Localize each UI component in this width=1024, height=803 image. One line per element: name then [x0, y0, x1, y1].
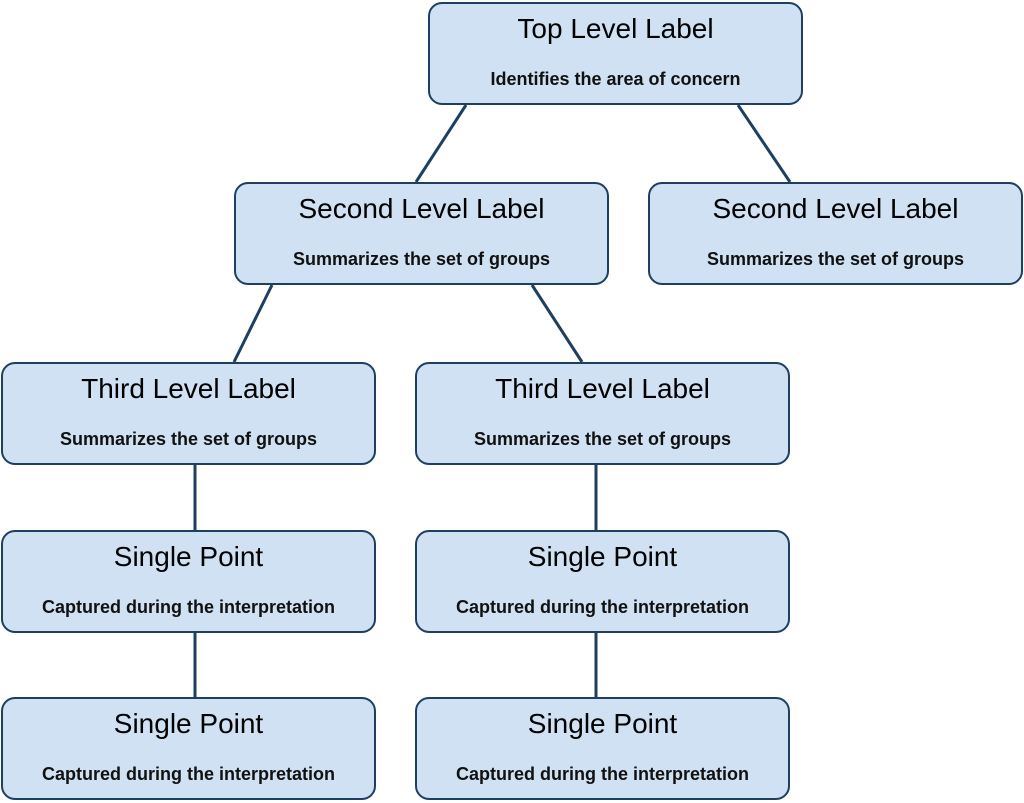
- connector-second-left-to-third-right: [530, 284, 584, 363]
- node-description: Captured during the interpretation: [455, 597, 749, 617]
- node-title: Third Level Label: [81, 373, 296, 404]
- node-title: Second Level Label: [712, 193, 959, 224]
- node-single-point-left-1: Single Point Captured during the interpr…: [1, 530, 376, 633]
- node-description: Summarizes the set of groups: [292, 249, 551, 269]
- node-title: Single Point: [113, 708, 264, 739]
- node-third-level-left: Third Level Label Summarizes the set of …: [1, 362, 376, 465]
- node-single-point-right-1: Single Point Captured during the interpr…: [415, 530, 790, 633]
- node-description: Captured during the interpretation: [41, 764, 335, 784]
- node-second-level-left: Second Level Label Summarizes the set of…: [234, 182, 609, 285]
- node-description: Summarizes the set of groups: [706, 249, 965, 269]
- node-description: Summarizes the set of groups: [473, 429, 732, 449]
- node-second-level-right: Second Level Label Summarizes the set of…: [648, 182, 1023, 285]
- node-description: Captured during the interpretation: [41, 597, 335, 617]
- node-single-point-left-2: Single Point Captured during the interpr…: [1, 697, 376, 800]
- connector-second-left-to-third-left: [232, 284, 274, 363]
- node-title: Top Level Label: [517, 13, 714, 44]
- node-description: Identifies the area of concern: [490, 69, 741, 89]
- node-title: Single Point: [113, 541, 264, 572]
- connector-top-to-second-left: [414, 104, 468, 183]
- node-description: Captured during the interpretation: [455, 764, 749, 784]
- node-title: Second Level Label: [298, 193, 545, 224]
- node-title: Single Point: [527, 708, 678, 739]
- node-single-point-right-2: Single Point Captured during the interpr…: [415, 697, 790, 800]
- node-title: Single Point: [527, 541, 678, 572]
- node-top-level: Top Level Label Identifies the area of c…: [428, 2, 803, 105]
- connector-top-to-second-right: [736, 104, 792, 183]
- node-third-level-right: Third Level Label Summarizes the set of …: [415, 362, 790, 465]
- node-title: Third Level Label: [495, 373, 710, 404]
- node-description: Summarizes the set of groups: [59, 429, 318, 449]
